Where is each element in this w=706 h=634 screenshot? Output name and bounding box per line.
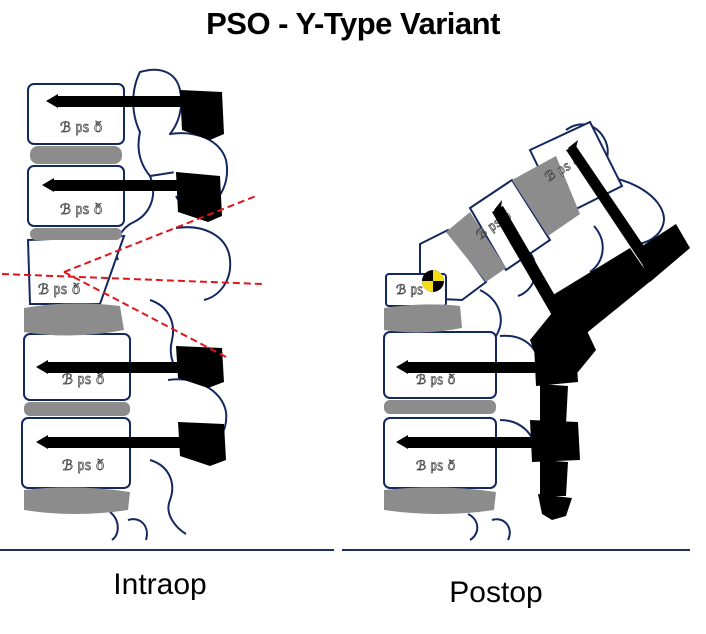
svg-text:ℬ ㎰ ð: ℬ ㎰ ð xyxy=(60,202,102,218)
intraop-screw-2 xyxy=(42,172,222,222)
cut-line-upper xyxy=(63,195,257,273)
postop-disc-2 xyxy=(446,212,506,282)
svg-text:ℬ ㎰: ℬ ㎰ xyxy=(396,283,423,298)
intraop-disc-5 xyxy=(24,487,130,514)
postop-disc-3 xyxy=(384,304,462,333)
intraop-disc-1 xyxy=(30,146,122,164)
postop-disc-1 xyxy=(512,156,580,236)
svg-text:ℬ ㎰ ð: ℬ ㎰ ð xyxy=(38,282,80,298)
intraop-disc-4 xyxy=(24,402,130,416)
svg-text:ℬ ㎰ ð: ℬ ㎰ ð xyxy=(416,459,455,474)
intraop-vertebra-glyphs: ℬ ㎰ ð ℬ ㎰ ð ℬ ㎰ ð ℬ ㎰ ð ℬ ㎰ ð xyxy=(38,120,105,475)
intraop-panel: ℬ ㎰ ð ℬ ㎰ ð ℬ ㎰ ð ℬ ㎰ ð ℬ ㎰ ð xyxy=(1,68,263,541)
postop-screw-1 xyxy=(566,140,652,264)
intraop-osteotomy-lines xyxy=(1,195,263,359)
postop-screw-2 xyxy=(492,200,568,324)
intraop-vertebra-5 xyxy=(21,417,131,489)
y-rod-construct xyxy=(530,224,690,520)
postop-screw-4 xyxy=(396,435,540,449)
cut-line-lower xyxy=(63,271,229,359)
postop-disc-4 xyxy=(384,400,496,414)
svg-text:ℬ ㎰ ð: ℬ ㎰ ð xyxy=(62,458,104,474)
intraop-caption: Intraop xyxy=(113,568,207,601)
rotation-marker xyxy=(422,270,444,292)
postop-hardware xyxy=(396,140,690,520)
figure-title: PSO - Y-Type Variant xyxy=(206,6,500,41)
postop-disc-5 xyxy=(384,487,496,514)
postop-caption: Postop xyxy=(449,576,543,609)
intraop-discs xyxy=(24,146,130,514)
postop-panel: ℬ ㎰ ð ℬ ㎰ ð ℬ ㎰ ℬ ㎰ ð ℬ ㎰ ð xyxy=(383,120,690,541)
svg-text:ℬ ㎰ ð: ℬ ㎰ ð xyxy=(416,373,455,388)
intraop-disc-2 xyxy=(30,228,122,240)
intraop-disc-3 xyxy=(24,303,124,336)
postop-screw-3 xyxy=(396,360,540,374)
postop-discs xyxy=(384,156,580,514)
intraop-screw-3 xyxy=(36,346,224,388)
svg-text:ℬ ㎰ ð: ℬ ㎰ ð xyxy=(60,120,102,136)
postop-vertebra-5 xyxy=(383,417,497,489)
postop-vertebral-bodies xyxy=(383,120,624,489)
intraop-pedicle-screws xyxy=(36,90,226,466)
svg-text:ℬ ㎰ ð: ℬ ㎰ ð xyxy=(62,372,104,388)
intraop-screw-4 xyxy=(36,422,226,466)
intraop-screw-1 xyxy=(46,90,224,140)
